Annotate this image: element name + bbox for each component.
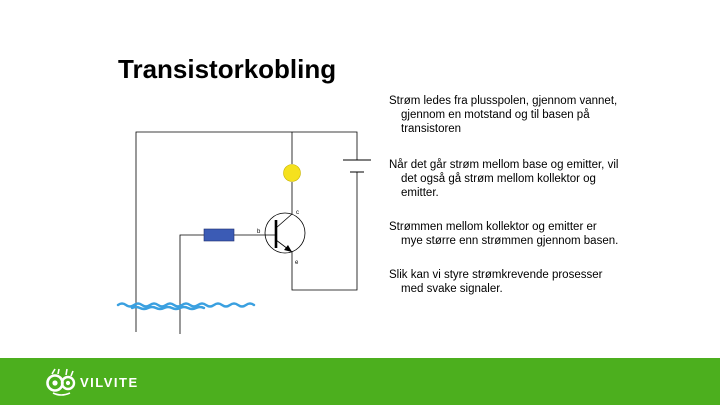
bullet-item: Når det går strøm mellom base og emitter…: [389, 159, 619, 199]
transistor-body: [264, 212, 306, 254]
bullet-item: Strømmen mellom kollektor og emitter er …: [389, 221, 619, 247]
label-collector: c: [296, 210, 299, 216]
lamp: [283, 164, 301, 182]
slide-title: Transistorkobling: [118, 54, 337, 84]
footer-bar: VILVITE: [0, 358, 720, 405]
label-emitter: e: [295, 260, 299, 266]
transistor-circuit-diagram: c b e: [116, 131, 371, 334]
wire-top-loop: [135, 131, 358, 332]
brand-name: VILVITE: [80, 375, 139, 390]
battery-symbol: [343, 159, 371, 173]
circuit-wires: [135, 131, 358, 334]
water-wave: [130, 305, 206, 311]
vilvite-logo-icon: [46, 368, 76, 396]
bullet-item: Strøm ledes fra plusspolen, gjennom vann…: [389, 95, 618, 135]
bullet-item: Slik kan vi styre strømkrevende prosesse…: [389, 269, 603, 295]
bullet-list: Strøm ledes fra plusspolen, gjennom vann…: [389, 94, 619, 316]
wire-battery-emitter: [291, 172, 358, 291]
label-base: b: [257, 229, 261, 235]
transistor-collector-lead: [275, 213, 293, 229]
water-waves: [116, 302, 256, 311]
resistor: [203, 228, 235, 242]
wire-probe-resistor: [179, 234, 204, 334]
water-wave: [116, 302, 256, 308]
transistor-symbol: [264, 212, 306, 254]
transistor-emitter-arrow: [284, 245, 292, 252]
